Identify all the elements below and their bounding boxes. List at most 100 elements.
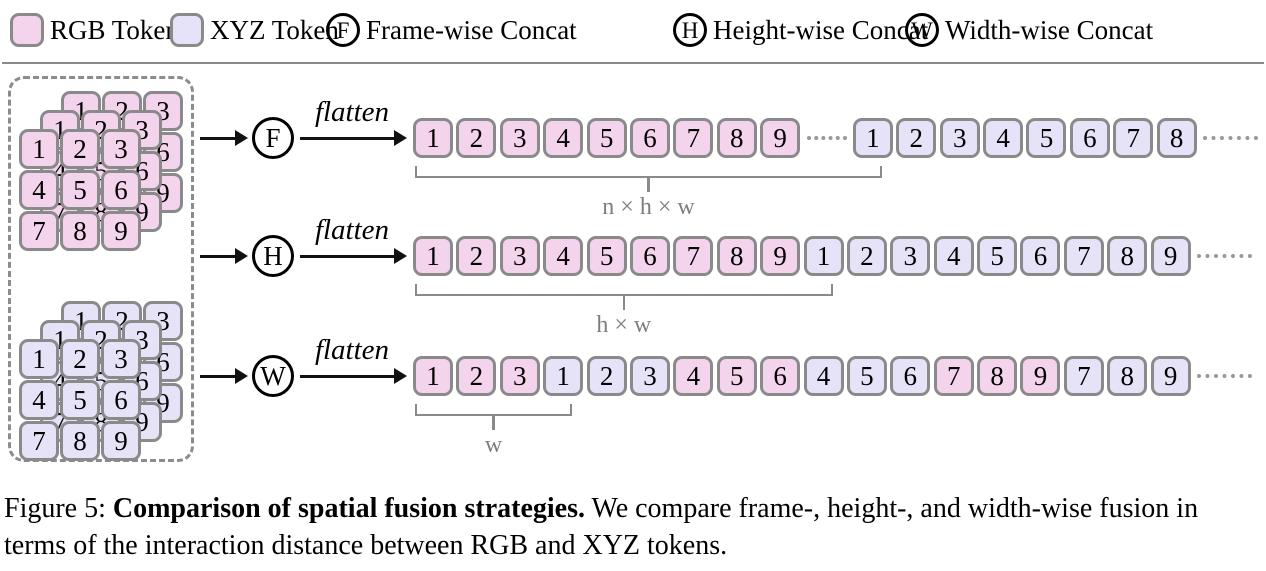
- rgb-seq-token: 9: [760, 118, 801, 158]
- concat-symbol-H: H: [673, 13, 707, 47]
- rgb-seq-token: 1: [413, 118, 453, 158]
- xyz-grid-token: 7: [19, 421, 59, 461]
- ellipsis-dots: [1197, 374, 1253, 378]
- rgb-token-swatch: [10, 13, 44, 47]
- arrow-head: [394, 368, 407, 384]
- brace-W: [415, 404, 573, 416]
- rgb-seq-token: 6: [760, 356, 801, 396]
- rgb-seq-token: 8: [977, 356, 1018, 396]
- xyz-seq-token: 1: [543, 356, 584, 396]
- xyz-seq-token: 9: [1150, 356, 1191, 396]
- brace-label: w: [484, 432, 503, 458]
- rgb-seq-token: 1: [413, 236, 453, 276]
- legend-label: Height-wise Concat: [713, 14, 929, 45]
- flatten-arrow-H: [300, 248, 407, 264]
- rgb-seq-token: 7: [933, 356, 974, 396]
- xyz-grid-token: 4: [19, 380, 59, 420]
- rgb-seq-token: 5: [716, 356, 757, 396]
- xyz-seq-token: 6: [1069, 118, 1110, 158]
- caption-text: We compare frame-, height-, and width-wi…: [4, 493, 1199, 561]
- arrow-head: [235, 248, 248, 264]
- xyz-seq-token: 4: [803, 356, 844, 396]
- xyz-grid-token: 3: [101, 339, 141, 379]
- brace-tick: [622, 296, 626, 310]
- xyz-seq-token: 5: [846, 356, 887, 396]
- rgb-seq-token: 2: [456, 118, 497, 158]
- xyz-grid-token: 5: [60, 380, 100, 420]
- brace-tick: [647, 178, 650, 192]
- rgb-seq-token: 4: [543, 118, 584, 158]
- rgb-grid-token: 7: [19, 211, 59, 251]
- xyz-seq-token: 5: [1026, 118, 1067, 158]
- rgb-grid-token: 6: [101, 170, 141, 210]
- arrow-shaft: [200, 136, 237, 140]
- xyz-seq-token: 1: [852, 118, 893, 158]
- rgb-seq-token: 3: [499, 236, 540, 276]
- brace-label: h × w: [596, 312, 652, 338]
- legend-item-rgb: RGB Token: [10, 11, 179, 49]
- legend-label: RGB Token: [50, 14, 179, 45]
- rgb-seq-token: 9: [1020, 356, 1061, 396]
- arrow-shaft: [200, 374, 237, 378]
- rgb-seq-token: 5: [586, 118, 627, 158]
- rgb-seq-token: 4: [543, 236, 584, 276]
- caption-bold: Comparison of spatial fusion strategies.: [112, 493, 586, 524]
- rgb-seq-token: 7: [673, 118, 714, 158]
- xyz-seq-token: 4: [983, 118, 1024, 158]
- flatten-arrow-W: [300, 368, 407, 384]
- xyz-token-swatch: [170, 13, 204, 47]
- concat-symbol-F: F: [326, 13, 360, 47]
- xyz-seq-token: 3: [629, 356, 670, 396]
- xyz-seq-token: 6: [1020, 236, 1061, 276]
- xyz-seq-token: 6: [890, 356, 931, 396]
- legend-divider: [2, 62, 1264, 64]
- xyz-seq-token: 1: [803, 236, 844, 276]
- rgb-seq-token: 3: [499, 356, 540, 396]
- rgb-seq-token: 8: [716, 118, 757, 158]
- xyz-seq-token: 8: [1107, 236, 1148, 276]
- xyz-grid-token: 8: [60, 421, 100, 461]
- input-tokens-box: 123456789123456789123456789 123456789123…: [8, 76, 194, 462]
- rgb-grid-token: 3: [101, 129, 141, 169]
- xyz-seq-token: 2: [896, 118, 937, 158]
- arrow-head: [394, 248, 407, 264]
- legend-label: XYZ Token: [210, 14, 339, 45]
- xyz-seq-token: 3: [890, 236, 931, 276]
- rgb-seq-token: 1: [413, 356, 453, 396]
- legend-label: Frame-wise Concat: [366, 14, 577, 45]
- xyz-seq-token: 7: [1063, 236, 1104, 276]
- legend-item-xyz: XYZ Token: [170, 11, 339, 49]
- arrow-shaft: [300, 254, 396, 258]
- rgb-seq-token: 3: [499, 118, 540, 158]
- xyz-grid-token: 9: [101, 421, 141, 461]
- rgb-seq-token: 8: [716, 236, 757, 276]
- xyz-seq-token: 2: [846, 236, 887, 276]
- rgb-seq-token: 4: [673, 356, 714, 396]
- xyz-seq-token: 4: [933, 236, 974, 276]
- rgb-seq-token: 9: [760, 236, 801, 276]
- rgb-grid-token: 4: [19, 170, 59, 210]
- arrow-head: [235, 368, 248, 384]
- xyz-seq-token: 2: [586, 356, 627, 396]
- caption-prefix: Figure 5:: [4, 493, 113, 524]
- xyz-seq-token: 5: [977, 236, 1018, 276]
- flatten-label: flatten: [314, 334, 390, 366]
- input-arrow-F: [200, 130, 248, 146]
- brace-F: [415, 166, 882, 178]
- arrow-shaft: [200, 254, 237, 258]
- concat-circle-F: F: [252, 117, 294, 159]
- rgb-grid-token: 9: [101, 211, 141, 251]
- xyz-seq-token: 8: [1156, 118, 1197, 158]
- figure-caption: Figure 5: Comparison of spatial fusion s…: [4, 490, 1264, 564]
- concat-circle-H: H: [252, 235, 294, 277]
- legend-label: Width-wise Concat: [945, 14, 1154, 45]
- arrow-head: [235, 130, 248, 146]
- arrow-shaft: [300, 374, 396, 378]
- xyz-seq-token: 8: [1107, 356, 1148, 396]
- xyz-grid-token: 1: [19, 339, 59, 379]
- brace-tick: [492, 416, 495, 430]
- flatten-arrow-F: [300, 130, 407, 146]
- rgb-grid-token: 1: [19, 129, 59, 169]
